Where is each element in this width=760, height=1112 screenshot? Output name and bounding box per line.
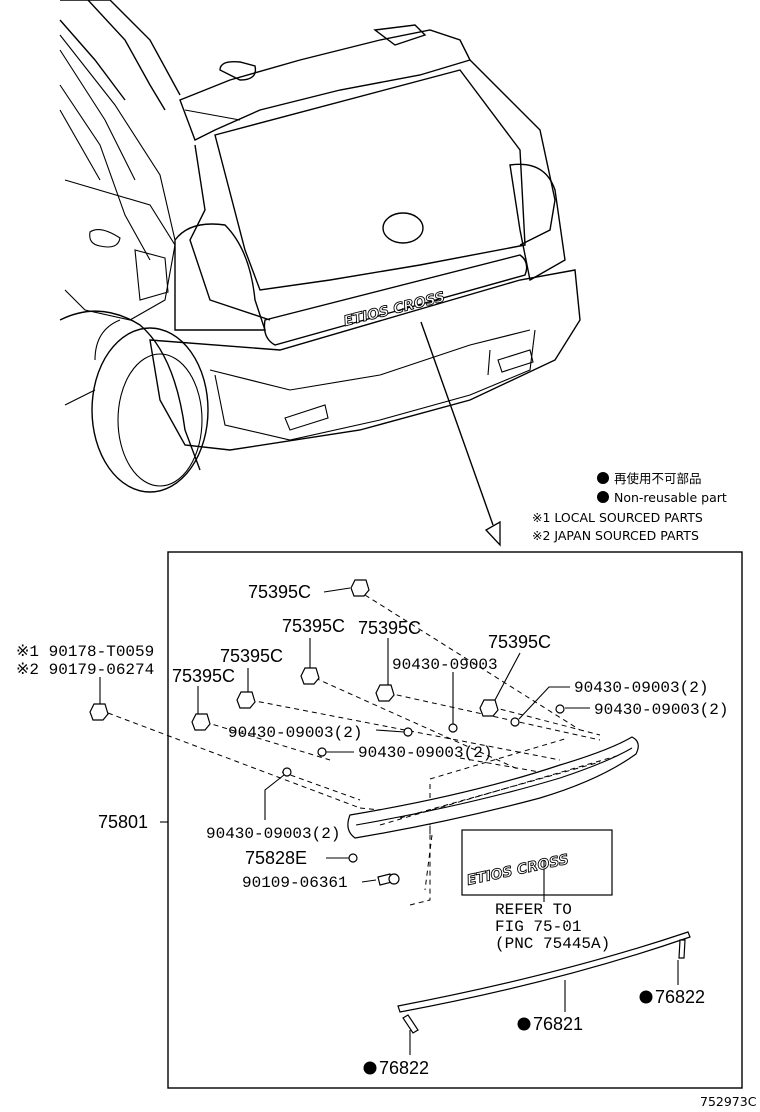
non-reusable-dot-icon xyxy=(639,990,653,1004)
label-76822: 76822 xyxy=(655,987,705,1007)
label-75395c: 75395C xyxy=(488,632,551,652)
non-reusable-dot-icon xyxy=(517,1017,531,1031)
vehicle-rear-illustration: ETIOS CROSS xyxy=(59,0,581,493)
label-refer-pnc: (PNC 75445A) xyxy=(495,935,610,953)
figure-id: 752973C xyxy=(700,1094,757,1109)
label-90430-qty2: 90430-09003(2) xyxy=(206,825,340,843)
reference-emblem: ETIOS CROSS xyxy=(466,852,571,889)
non-reusable-dot-icon xyxy=(363,1061,377,1075)
label-76821: 76821 xyxy=(533,1014,583,1034)
label-90430: 90430-09003 xyxy=(392,656,498,674)
label-clip-local: ※1 90178-T0059 xyxy=(16,643,154,661)
emblem-reference-box: ETIOS CROSS xyxy=(461,829,613,896)
label-75395c: 75395C xyxy=(282,616,345,636)
label-75395c: 75395C xyxy=(172,666,235,686)
label-90430-qty2: 90430-09003(2) xyxy=(228,724,362,742)
part-labels: 75395C 75395C 75395C 75395C 75395C 75395… xyxy=(16,582,757,1109)
molding-parts xyxy=(397,931,691,1034)
garnish-bar-part xyxy=(347,736,639,839)
label-refer-fig: FIG 75-01 xyxy=(495,918,581,936)
detail-frame xyxy=(167,551,743,1089)
legend-line-1: 再使用不可部品 xyxy=(614,471,702,486)
label-90430-qty2: 90430-09003(2) xyxy=(358,744,492,762)
label-refer-to: REFER TO xyxy=(495,901,572,919)
legend-line-4: ※2 JAPAN SOURCED PARTS xyxy=(532,528,699,543)
legend: 再使用不可部品 Non-reusable part ※1 LOCAL SOURC… xyxy=(532,471,727,543)
label-75395c: 75395C xyxy=(220,646,283,666)
non-reusable-dot-icon xyxy=(597,491,609,503)
label-clip-japan: ※2 90179-06274 xyxy=(16,661,154,679)
legend-line-2: Non-reusable part xyxy=(614,490,727,505)
label-75395c: 75395C xyxy=(248,582,311,602)
non-reusable-dot-icon xyxy=(597,472,609,484)
label-90430-qty2: 90430-09003(2) xyxy=(594,701,728,719)
screw-90109-part xyxy=(377,873,400,886)
label-75828e: 75828E xyxy=(245,848,307,868)
label-90430-qty2: 90430-09003(2) xyxy=(574,679,708,697)
clip-75395c-parts xyxy=(89,579,499,731)
detail-arrow xyxy=(420,321,501,547)
nut-90430-parts xyxy=(282,704,565,863)
label-76822: 76822 xyxy=(379,1058,429,1078)
label-90109: 90109-06361 xyxy=(242,874,348,892)
label-75395c: 75395C xyxy=(358,618,421,638)
vehicle-emblem: ETIOS CROSS xyxy=(342,289,447,330)
label-75801: 75801 xyxy=(98,812,148,832)
legend-line-3: ※1 LOCAL SOURCED PARTS xyxy=(532,510,703,525)
